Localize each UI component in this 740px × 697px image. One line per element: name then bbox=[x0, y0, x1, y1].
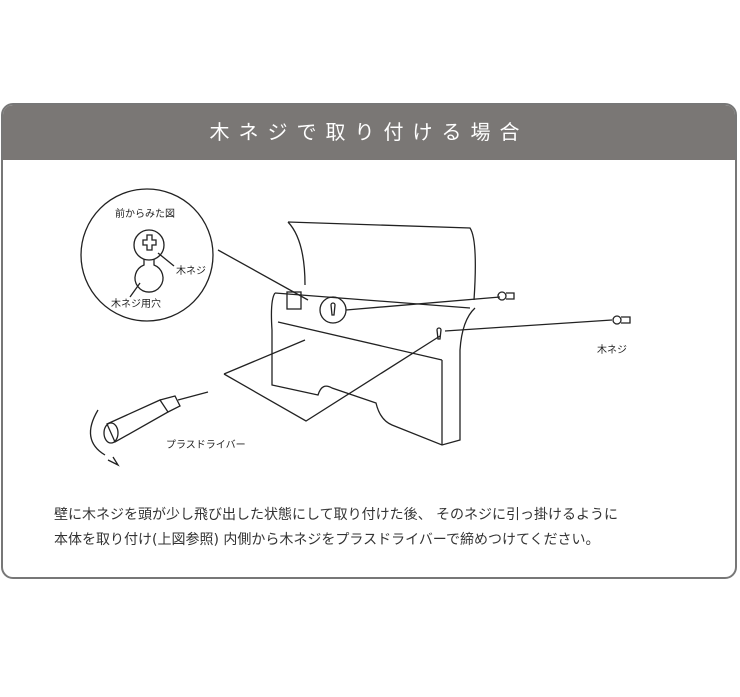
screw-hole-label: 木ネジ用穴 bbox=[111, 299, 161, 310]
description-line-2: 本体を取り付け(上図参照) 内側から木ネジをプラスドライバーで締めつけてください… bbox=[54, 532, 600, 548]
wood-screw-icon bbox=[497, 291, 631, 325]
driver-label: プラスドライバー bbox=[166, 440, 246, 451]
front-view-title: 前からみた図 bbox=[115, 209, 175, 220]
description-line-1: 壁に木ネジを頭が少し飛び出した状態にして取り付けた後、 そのネジに引っ掛けるよう… bbox=[54, 507, 619, 523]
description: 壁に木ネジを頭が少し飛び出した状態にして取り付けた後、 そのネジに引っ掛けるよう… bbox=[54, 503, 618, 553]
screw-label: 木ネジ bbox=[176, 266, 206, 277]
holder-body bbox=[223, 221, 613, 446]
section-header: 木ネジで取り付ける場合 bbox=[3, 105, 735, 160]
instruction-card: 木ネジで取り付ける場合 bbox=[1, 103, 737, 579]
side-screw-label: 木ネジ bbox=[597, 345, 627, 356]
screwdriver-icon bbox=[89, 391, 209, 467]
